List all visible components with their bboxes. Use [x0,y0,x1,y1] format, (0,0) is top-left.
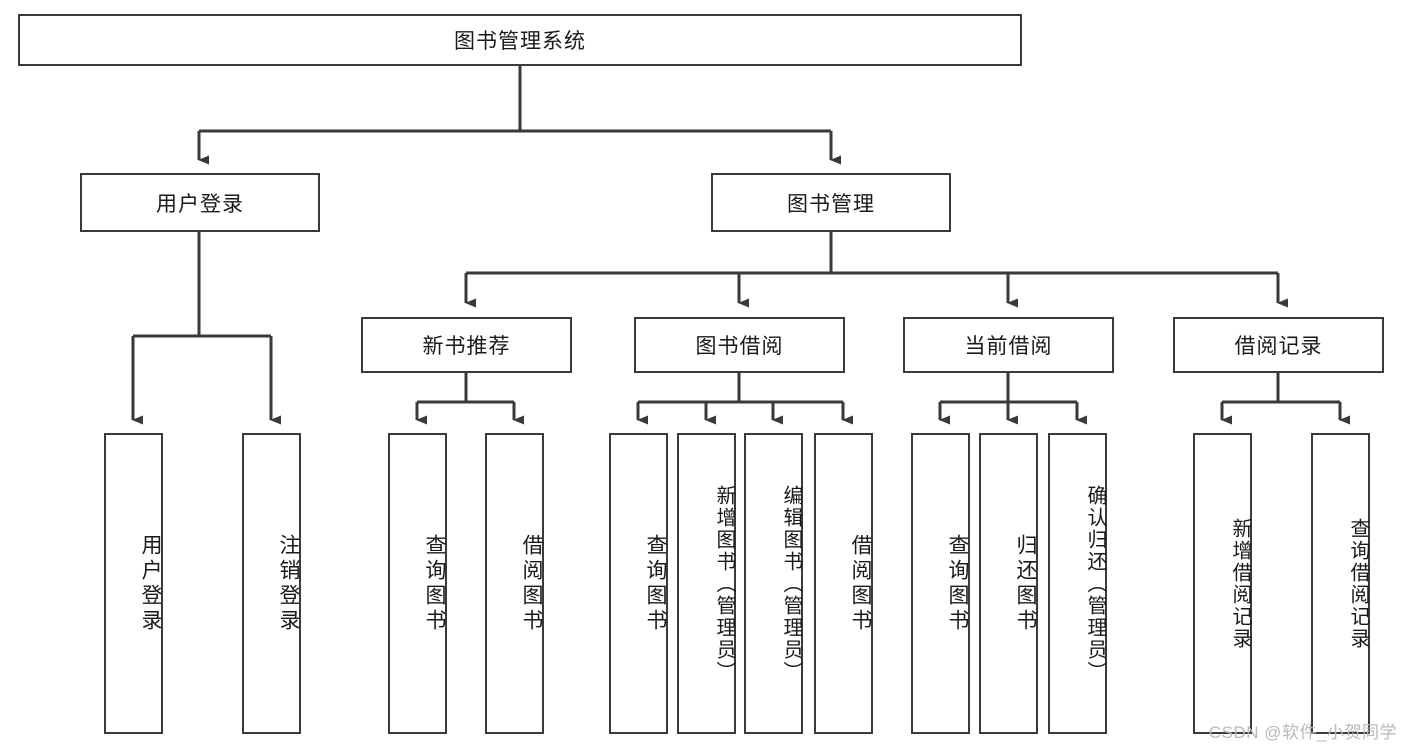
node-leaf-return-book-label: 归还图书 [1014,533,1037,634]
node-leaf-query-book-2-label: 查询图书 [644,533,667,634]
node-borrow-record[interactable]: 借阅记录 [1173,317,1384,373]
node-leaf-borrow-book-2[interactable]: 借阅图书 [814,433,873,734]
node-leaf-add-book-admin-label: 新增图书（管理员） [713,484,735,683]
node-current-borrow-label: 当前借阅 [964,335,1053,358]
node-leaf-query-borrow-record-label: 查询借阅记录 [1347,517,1369,650]
node-leaf-query-borrow-record[interactable]: 查询借阅记录 [1311,433,1370,734]
node-leaf-confirm-return-admin[interactable]: 确认归还（管理员） [1048,433,1107,734]
node-current-borrow[interactable]: 当前借阅 [903,317,1114,373]
node-leaf-borrow-book-1[interactable]: 借阅图书 [485,433,544,734]
node-leaf-borrow-book-1-label: 借阅图书 [520,533,543,634]
node-leaf-user-login[interactable]: 用户登录 [104,433,163,734]
node-leaf-logout-login[interactable]: 注销登录 [242,433,301,734]
node-root-label: 图书管理系统 [454,30,586,53]
node-new-book-recommend-label: 新书推荐 [422,335,511,358]
node-leaf-add-borrow-record-label: 新增借阅记录 [1229,517,1251,650]
node-root[interactable]: 图书管理系统 [18,14,1022,66]
node-leaf-query-book-1-label: 查询图书 [423,533,446,634]
node-leaf-borrow-book-2-label: 借阅图书 [849,533,872,634]
node-leaf-confirm-return-admin-label: 确认归还（管理员） [1084,484,1106,683]
node-leaf-query-book-2[interactable]: 查询图书 [609,433,668,734]
node-user-login-label: 用户登录 [156,192,244,216]
node-leaf-add-borrow-record[interactable]: 新增借阅记录 [1193,433,1252,734]
node-book-management[interactable]: 图书管理 [711,173,951,232]
node-leaf-query-book-3[interactable]: 查询图书 [911,433,970,734]
node-leaf-user-login-label: 用户登录 [139,533,162,634]
node-book-borrow[interactable]: 图书借阅 [634,317,845,373]
node-leaf-query-book-1[interactable]: 查询图书 [388,433,447,734]
watermark-text: CSDN @软件_小贺同学 [1208,723,1397,742]
node-leaf-logout-login-label: 注销登录 [277,533,300,634]
node-user-login[interactable]: 用户登录 [80,173,320,232]
node-book-management-label: 图书管理 [787,192,875,216]
node-leaf-query-book-3-label: 查询图书 [946,533,969,634]
node-leaf-return-book[interactable]: 归还图书 [979,433,1038,734]
node-borrow-record-label: 借阅记录 [1234,335,1323,358]
node-leaf-add-book-admin[interactable]: 新增图书（管理员） [677,433,736,734]
node-new-book-recommend[interactable]: 新书推荐 [361,317,572,373]
node-book-borrow-label: 图书借阅 [695,335,784,358]
node-leaf-edit-book-admin[interactable]: 编辑图书（管理员） [744,433,803,734]
node-leaf-edit-book-admin-label: 编辑图书（管理员） [780,484,802,683]
